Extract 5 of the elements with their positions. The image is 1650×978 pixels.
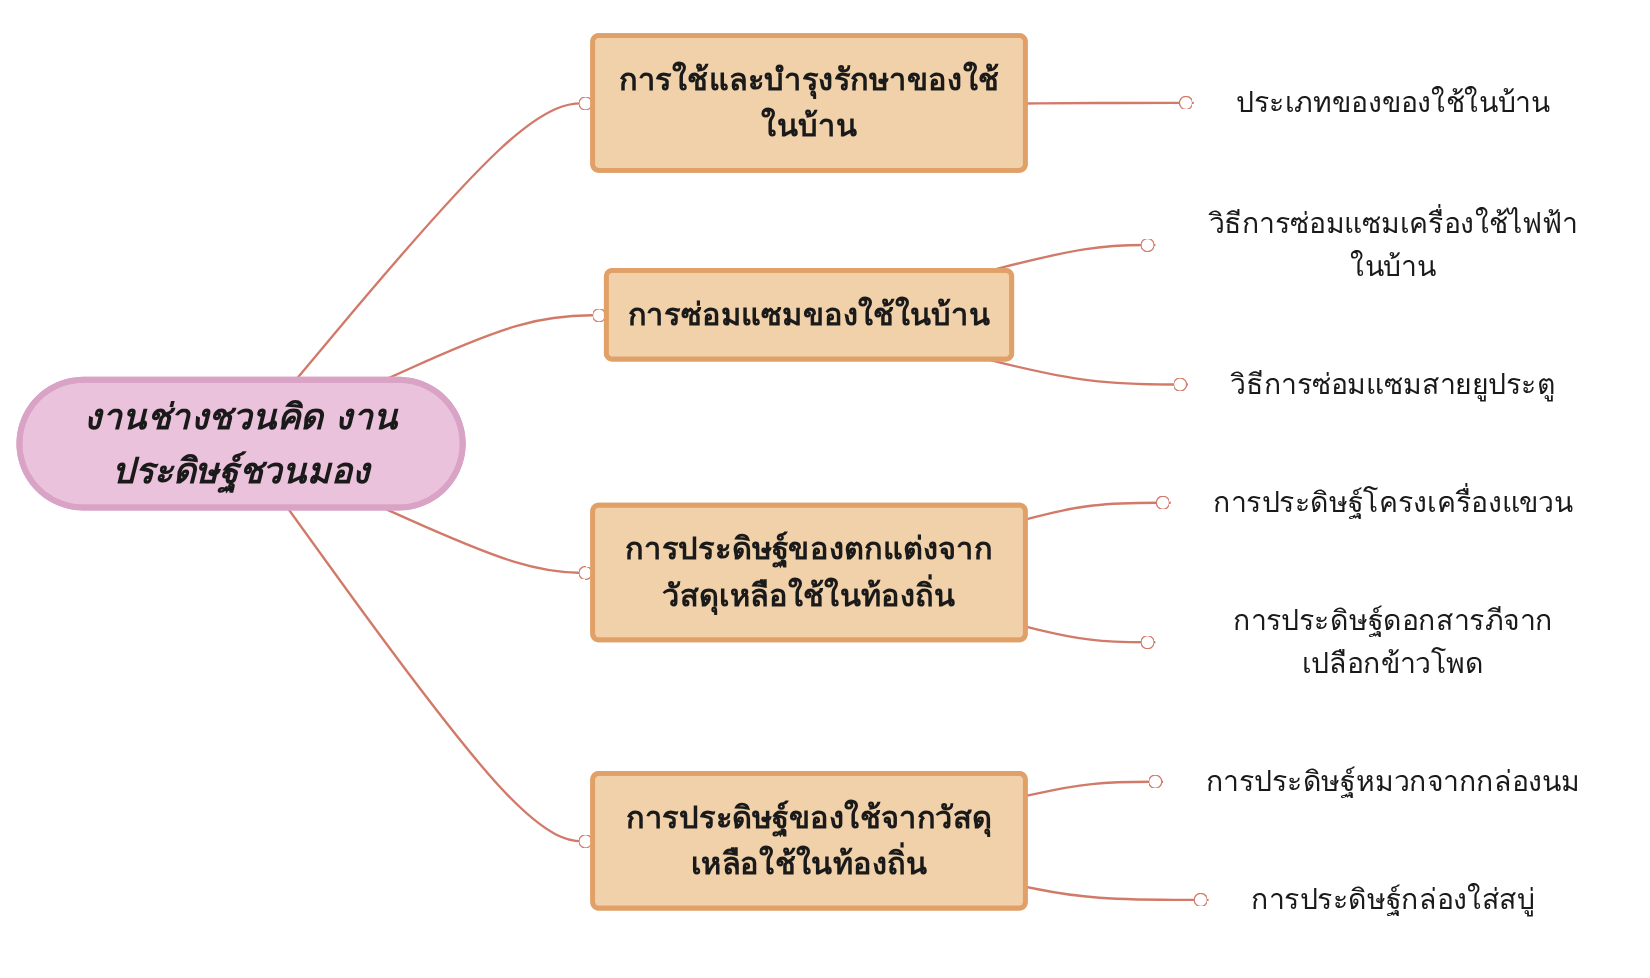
node-text: การประดิษฐ์หมวกจากกล่องนม	[1205, 765, 1581, 799]
node-text: วิธีการซ่อมแซมสายยูประตู	[1230, 367, 1556, 402]
node-text: ประเภทของของใช้ในบ้าน	[1236, 86, 1550, 120]
node-text: การประดิษฐ์ดอกสารภีจากเปลือกข้าวโพด	[1232, 604, 1554, 681]
node-text: การประดิษฐ์กล่องใส่สบู่	[1251, 883, 1535, 917]
